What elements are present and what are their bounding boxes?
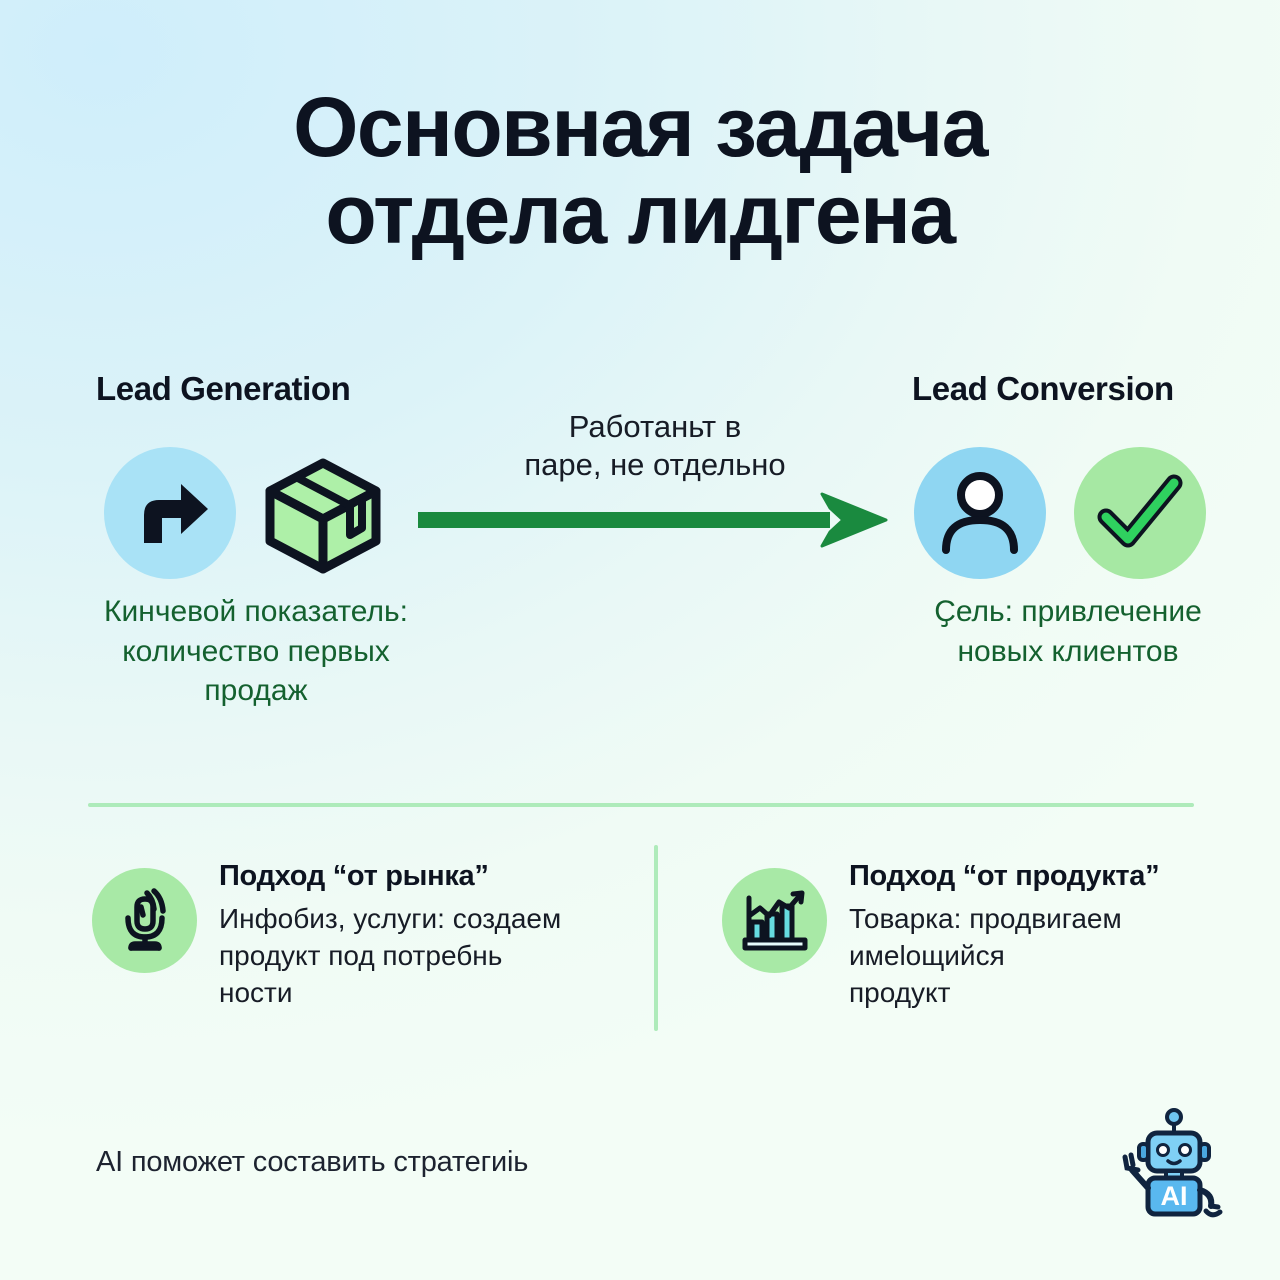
page-title-line-1: Основная задача bbox=[293, 80, 988, 174]
ai-robot-icon: AI bbox=[1118, 1108, 1230, 1228]
approach-market-desc-line-2: продукт под потребнь bbox=[219, 940, 503, 972]
pair-label-line-1: Работаньт в bbox=[568, 409, 742, 444]
leadgen-caption-line-3: продаж bbox=[204, 674, 308, 708]
approach-market: Подход “от рынка” Инфобиз, услуги: созда… bbox=[92, 858, 637, 1012]
approach-product-desc-line-2: имеlощийся bbox=[849, 940, 1005, 972]
page-title: Основная задача отдела лидгена bbox=[0, 83, 1280, 262]
approach-product-body: Подход “от продукта” Товарка: продвигаем… bbox=[849, 858, 1160, 1012]
footer-note: AI поможет составить стратегиіь bbox=[96, 1146, 529, 1178]
leadconv-caption-line-2: новых клиентов bbox=[957, 634, 1179, 668]
lead-conversion-caption: Ҫель: привлечение новых клиентов bbox=[900, 592, 1236, 671]
right-arrow-icon bbox=[418, 492, 888, 548]
approach-market-desc-line-3: ности bbox=[219, 977, 293, 1009]
approach-market-title: Подход “от рынка” bbox=[219, 860, 489, 892]
leadgen-caption-line-2: количество первых bbox=[122, 634, 390, 668]
approach-product: Подход “от продукта” Товарка: продвигаем… bbox=[722, 858, 1222, 1012]
robot-ai-label: AI bbox=[1161, 1181, 1188, 1211]
checkmark-icon bbox=[1074, 447, 1206, 579]
microphone-icon bbox=[92, 868, 197, 973]
approach-market-desc-line-1: Инфобиз, услуги: создаем bbox=[219, 903, 562, 934]
approach-market-body: Подход “от рынка” Инфобиз, услуги: созда… bbox=[219, 858, 561, 1012]
horizontal-divider bbox=[88, 803, 1194, 807]
approach-market-desc: Инфобиз, услуги: создаем продукт под пот… bbox=[219, 900, 561, 1012]
pair-label-line-2: паре, не отдельно bbox=[524, 446, 786, 482]
package-box-icon bbox=[252, 443, 394, 585]
lead-conversion-heading: Lead Conversion bbox=[912, 370, 1174, 407]
approach-product-desc: Товарка: продвигаем имеlощийся продукт bbox=[849, 900, 1159, 1012]
person-icon bbox=[914, 447, 1046, 579]
curved-arrow-icon bbox=[104, 447, 236, 579]
vertical-divider bbox=[654, 845, 658, 1031]
lead-generation-heading: Lead Generation bbox=[96, 370, 351, 407]
approach-product-desc-line-3: продукт bbox=[849, 977, 951, 1009]
approach-product-title: Подход “от продукта” bbox=[849, 860, 1160, 892]
approach-product-desc-line-1: Товарка: продвигаем bbox=[849, 903, 1122, 934]
page-title-line-2: отдела лидгена bbox=[325, 167, 956, 262]
leadconv-caption-line-1: Ҫель: привлечение bbox=[934, 595, 1202, 628]
bar-chart-growth-icon bbox=[722, 868, 827, 973]
pair-working-label: Работаньт в паре, не отдельно bbox=[430, 408, 880, 484]
lead-generation-caption: Кинчевой показатель: количество первых п… bbox=[56, 592, 456, 711]
leadgen-caption-line-1: Кинчевой показатель: bbox=[104, 595, 408, 628]
